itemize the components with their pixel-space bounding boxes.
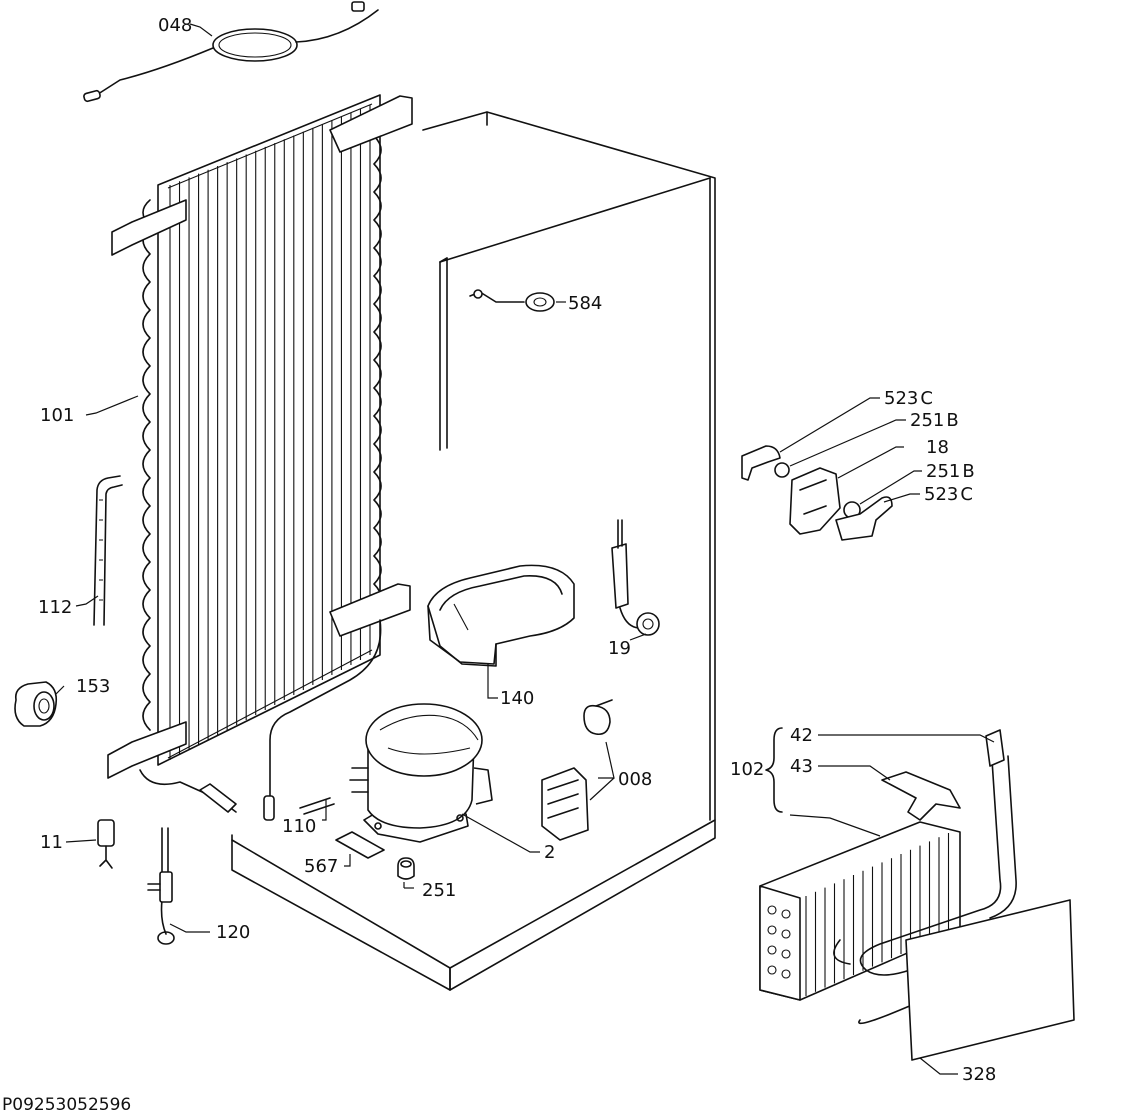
drain-tube-112	[93, 475, 123, 626]
part-251	[397, 857, 415, 880]
callout-251b-top-suffix: B	[946, 410, 958, 431]
callout-18: 18	[926, 437, 949, 458]
callout-112: 112	[38, 597, 72, 618]
callout-110: 110	[282, 816, 316, 837]
part-11	[97, 819, 115, 869]
callout-567: 567	[304, 856, 338, 877]
callout-labels: 048 584 101 112 153 11 120 110 567 251 2…	[2, 15, 996, 1115]
callout-2: 2	[544, 842, 555, 863]
callout-101: 101	[40, 405, 74, 426]
callout-102: 102	[730, 759, 764, 780]
reference-code: P09253052596	[2, 1095, 131, 1115]
condenser-101	[107, 94, 413, 821]
callout-43: 43	[790, 756, 813, 777]
part-110	[299, 797, 335, 815]
callout-251b-mid-suffix: B	[962, 461, 974, 482]
part-153	[14, 681, 58, 727]
callout-42: 42	[790, 725, 813, 746]
callout-11: 11	[40, 832, 63, 853]
heater-19	[611, 519, 660, 636]
evaporator-assembly	[759, 727, 1075, 1061]
part-120	[147, 827, 175, 945]
callout-251b-top-number: 251	[910, 410, 944, 431]
drip-tray-140	[427, 564, 575, 667]
callout-584: 584	[568, 293, 602, 314]
hinge-assembly	[741, 445, 893, 541]
callout-523c-bot-suffix: C	[960, 484, 973, 505]
cable-048	[83, 1, 379, 103]
cabinet-body	[231, 111, 716, 991]
callout-153: 153	[76, 676, 110, 697]
callout-523c-top-suffix: C	[920, 388, 933, 409]
callout-120: 120	[216, 922, 250, 943]
callout-048: 048	[158, 15, 192, 36]
callout-523c-bot-number: 523	[924, 484, 958, 505]
callout-251: 251	[422, 880, 456, 901]
callout-140: 140	[500, 688, 534, 709]
callout-19: 19	[608, 638, 631, 659]
callout-008: 008	[618, 769, 652, 790]
thermostat-584	[469, 289, 555, 312]
relay-008	[541, 699, 613, 841]
leader-lines	[55, 23, 995, 1075]
callout-251b-mid-number: 251	[926, 461, 960, 482]
compressor-2	[349, 703, 493, 843]
part-567	[335, 831, 385, 859]
callout-328: 328	[962, 1064, 996, 1085]
callout-523c-top-number: 523	[884, 388, 918, 409]
